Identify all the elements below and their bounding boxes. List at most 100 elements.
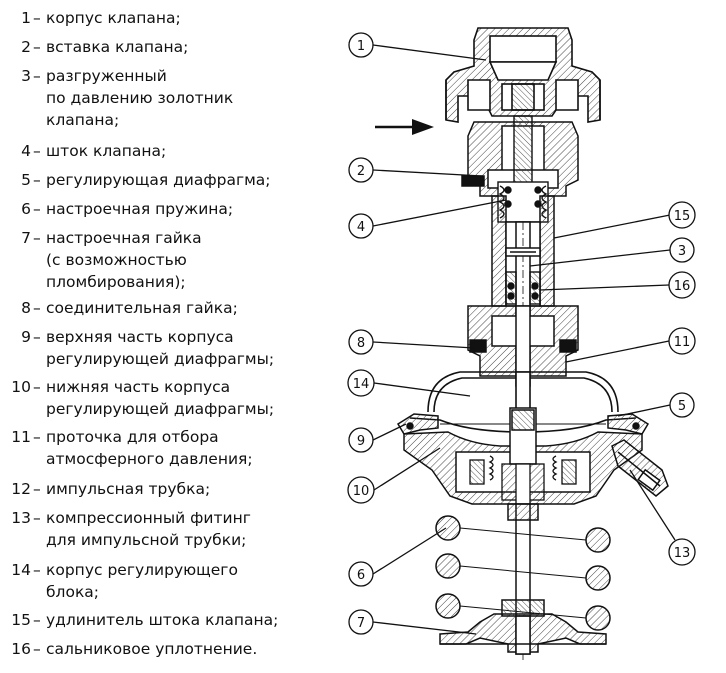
callout-10: 10	[347, 447, 441, 504]
setting-spring	[435, 515, 611, 631]
legend-number: 1	[21, 9, 31, 27]
callout-16: 16	[539, 271, 696, 299]
callout-3-label: 3	[678, 244, 686, 259]
callout-7-label: 7	[357, 616, 365, 631]
legend-text-line: блока;	[46, 583, 100, 601]
legend-text-line: (с возможностью	[46, 251, 187, 269]
legend-dash: –	[33, 67, 41, 85]
callouts: 1 2 4 15 3 16 8 11	[347, 32, 696, 635]
legend-dash: –	[33, 378, 41, 396]
legend-text-line: регулирующей диафрагмы;	[46, 400, 275, 418]
callout-6-label: 6	[357, 568, 365, 583]
legend-text-line: импульсная трубка;	[46, 480, 211, 498]
legend-dash: –	[33, 142, 41, 160]
legend-item-8: 8–соединительная гайка;	[0, 297, 300, 319]
legend-text-line: клапана;	[46, 111, 120, 129]
callout-1: 1	[348, 32, 487, 61]
legend-dash: –	[33, 9, 41, 27]
legend-number: 11	[11, 428, 31, 446]
callout-16-label: 16	[674, 279, 691, 294]
legend-text-line: сальниковое уплотнение.	[46, 640, 258, 658]
legend-number: 3	[21, 67, 31, 85]
callout-15-label: 15	[674, 209, 691, 224]
legend-text-line: верхняя часть корпуса	[46, 328, 234, 346]
callout-4-label: 4	[357, 220, 365, 235]
legend-text-line: регулирующая диафрагма;	[46, 171, 271, 189]
legend-text-line: настроечная гайка	[46, 229, 202, 247]
callout-10-label: 10	[353, 484, 370, 499]
legend-item-7: 7–настроечная гайка (с возможностью пломби…	[0, 227, 300, 293]
legend-text-line: шток клапана;	[46, 142, 167, 160]
legend-dash: –	[33, 171, 41, 189]
legend-item-3: 3–разгруженный по давлению золотник клапан…	[0, 65, 300, 131]
legend-text-line: корпус регулирующего	[46, 561, 238, 579]
legend-dash: –	[33, 428, 41, 446]
legend-text-line: проточка для отбора	[46, 428, 219, 446]
legend-dash: –	[33, 299, 41, 317]
legend-number: 9	[21, 328, 31, 346]
legend-item-12: 12–импульсная трубка;	[0, 478, 300, 500]
legend-text-line: настроечная пружина;	[46, 200, 234, 218]
callout-8-label: 8	[357, 336, 365, 351]
legend-list: 1–корпус клапана;2–вставка клапана;3–раз…	[0, 0, 300, 673]
setting-nut	[439, 599, 607, 655]
callout-11-label: 11	[674, 335, 691, 350]
legend-text-line: атмосферного давления;	[46, 450, 253, 468]
legend-dash: –	[33, 611, 41, 629]
diaphragm-internals	[469, 455, 577, 505]
callout-7: 7	[348, 609, 477, 635]
legend-number: 7	[21, 229, 31, 247]
regulating-block-housing	[427, 371, 619, 417]
callout-15: 15	[553, 201, 696, 239]
legend-dash: –	[33, 200, 41, 218]
legend-item-2: 2–вставка клапана;	[0, 36, 300, 58]
legend-dash: –	[33, 38, 41, 56]
callout-9: 9	[348, 423, 407, 453]
callout-6: 6	[348, 527, 447, 587]
legend-text-line: компрессионный фитинг	[46, 509, 251, 527]
legend-item-9: 9–верхняя часть корпуса регулирующей диаф…	[0, 326, 300, 370]
legend-text-line: разгруженный	[46, 67, 167, 85]
legend-item-6: 6–настроечная пружина;	[0, 198, 300, 220]
legend-number: 12	[11, 480, 31, 498]
legend-dash: –	[33, 640, 41, 658]
legend-text-line: для импульсной трубки;	[46, 531, 247, 549]
legend-item-10: 10–нижняя часть корпуса регулирующей диаф…	[0, 376, 300, 420]
callout-8: 8	[348, 329, 475, 355]
callout-4: 4	[348, 199, 507, 239]
callout-11: 11	[565, 327, 696, 363]
legend-text-line: пломбирования);	[46, 273, 186, 291]
compression-fitting	[611, 439, 669, 497]
legend-number: 5	[21, 171, 31, 189]
legend-number: 2	[21, 38, 31, 56]
callout-2: 2	[348, 157, 483, 183]
legend-item-4: 4–шток клапана;	[0, 140, 300, 162]
legend-text-line: регулирующей диафрагмы;	[46, 350, 275, 368]
legend-number: 6	[21, 200, 31, 218]
legend-dash: –	[33, 328, 41, 346]
legend-text-line: по давлению золотник	[46, 89, 234, 107]
legend-text-line: корпус клапана;	[46, 9, 181, 27]
legend-item-1: 1–корпус клапана;	[0, 7, 300, 29]
legend-item-15: 15–удлинитель штока клапана;	[0, 609, 300, 631]
legend-number: 10	[11, 378, 31, 396]
callout-5: 5	[617, 392, 695, 418]
gland-seal	[505, 271, 541, 305]
legend-number: 4	[21, 142, 31, 160]
legend-text-line: нижняя часть корпуса	[46, 378, 231, 396]
legend-dash: –	[33, 480, 41, 498]
legend-dash: –	[33, 229, 41, 247]
callout-14-label: 14	[353, 377, 370, 392]
legend-item-5: 5–регулирующая диафрагма;	[0, 169, 300, 191]
legend-number: 15	[11, 611, 31, 629]
callout-2-label: 2	[357, 164, 365, 179]
legend-dash: –	[33, 561, 41, 579]
legend-item-11: 11–проточка для отбора атмосферного давле…	[0, 426, 300, 470]
callout-9-label: 9	[357, 434, 365, 449]
flow-direction-arrow-icon	[375, 119, 434, 135]
callout-14: 14	[347, 369, 471, 397]
legend-dash: –	[33, 509, 41, 527]
